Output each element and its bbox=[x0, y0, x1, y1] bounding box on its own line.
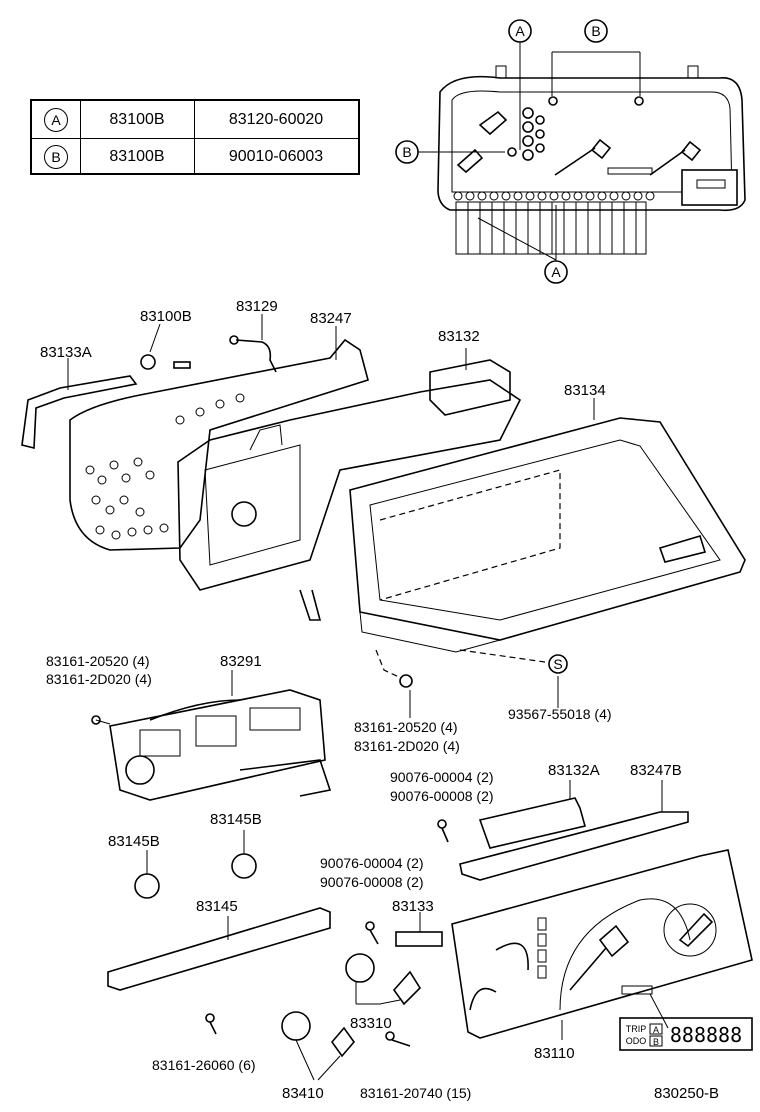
bulb-83145b-left bbox=[134, 873, 160, 899]
housing-83132 bbox=[429, 359, 511, 416]
label-83161-2d020-mid: 83161-2D020 (4) bbox=[354, 738, 460, 754]
label-90076-00004-bottom: 90076-00004 (2) bbox=[320, 855, 424, 871]
odometer-digits: 888888 bbox=[670, 1023, 742, 1047]
label-83134: 83134 bbox=[564, 382, 606, 399]
callout-a-top-text: A bbox=[515, 23, 525, 39]
pcb-strip bbox=[455, 201, 647, 255]
odo-label: ODO bbox=[626, 1036, 647, 1046]
callout-a-bottom bbox=[544, 260, 568, 284]
label-83161-26060: 83161-26060 (6) bbox=[152, 1057, 256, 1073]
odo-a-glyph: A bbox=[653, 1025, 659, 1035]
label-83133a: 83133A bbox=[40, 344, 92, 361]
label-83129: 83129 bbox=[236, 298, 278, 315]
cluster-assembly bbox=[21, 335, 746, 688]
callout-b-left-text: B bbox=[402, 144, 411, 160]
diagram-id: 830250-B bbox=[654, 1085, 719, 1102]
trip-label: TRIP bbox=[626, 1024, 647, 1034]
meter-face-83110 bbox=[451, 849, 753, 1040]
label-90076-00008-top: 90076-00008 (2) bbox=[390, 788, 494, 804]
bracket-83133a bbox=[21, 375, 138, 450]
callout-b-badge: B bbox=[44, 144, 68, 169]
odometer-display: A B TRIP ODO 888888 bbox=[619, 1017, 753, 1051]
odo-b-glyph: B bbox=[653, 1037, 659, 1047]
wire-83129 bbox=[235, 339, 277, 373]
label-90076-00008-bottom: 90076-00008 (2) bbox=[320, 874, 424, 890]
label-83161-2d020-left: 83161-2D020 (4) bbox=[46, 671, 152, 687]
label-83247b: 83247B bbox=[630, 762, 682, 779]
legend-part: 83100B bbox=[80, 138, 195, 175]
legend-table: A 83100B 83120-60020 B 83100B 90010-0600… bbox=[30, 99, 360, 175]
label-83291: 83291 bbox=[220, 653, 262, 670]
label-83410: 83410 bbox=[282, 1085, 324, 1102]
connector-83410 bbox=[281, 1011, 311, 1041]
legend-row-a: A 83100B 83120-60020 bbox=[32, 101, 358, 139]
label-83247: 83247 bbox=[310, 310, 352, 327]
label-83133: 83133 bbox=[392, 898, 434, 915]
legend-row-b: B 83100B 90010-06003 bbox=[32, 138, 358, 175]
label-83161-20740: 83161-20740 (15) bbox=[360, 1085, 471, 1101]
s-mark bbox=[548, 654, 568, 674]
legend-part: 83100B bbox=[80, 101, 195, 138]
label-83161-20520-left: 83161-20520 (4) bbox=[46, 653, 150, 669]
hood-83134 bbox=[349, 417, 746, 641]
connector-83310 bbox=[345, 953, 375, 983]
callout-a-bottom-text: A bbox=[551, 264, 561, 280]
meter-case-83247 bbox=[177, 379, 522, 591]
strip-83145 bbox=[107, 907, 331, 991]
label-83132a: 83132A bbox=[548, 762, 600, 779]
label-83100b: 83100B bbox=[140, 308, 192, 325]
connector-row bbox=[453, 191, 655, 201]
callout-b-left bbox=[395, 140, 419, 164]
label-83161-20520-mid: 83161-20520 (4) bbox=[354, 719, 458, 735]
bulb-83100b bbox=[140, 354, 156, 370]
label-90076-00004-top: 90076-00004 (2) bbox=[390, 769, 494, 785]
screws bbox=[205, 819, 449, 1047]
circuit-board-83291 bbox=[91, 689, 332, 801]
bulb-83145b-right bbox=[231, 853, 257, 879]
label-83145: 83145 bbox=[196, 898, 238, 915]
legend-number: 90010-06003 bbox=[228, 147, 324, 165]
label-83145b-right: 83145B bbox=[210, 811, 262, 828]
callout-a-top bbox=[508, 19, 532, 43]
meter-front-view: A B B A bbox=[395, 19, 746, 284]
legend-number: 83120-60020 bbox=[228, 110, 324, 128]
plate-holes bbox=[85, 393, 245, 540]
callout-a-badge: A bbox=[44, 107, 68, 132]
plate-83247b bbox=[459, 811, 689, 881]
leader-lines-mid bbox=[67, 314, 595, 718]
socket-83133 bbox=[395, 931, 443, 947]
label-83310: 83310 bbox=[350, 1015, 392, 1032]
callout-b-top-text: B bbox=[591, 23, 600, 39]
label-93567: 93567-55018 (4) bbox=[508, 706, 612, 722]
label-83132: 83132 bbox=[438, 328, 480, 345]
callout-b-top bbox=[584, 19, 608, 43]
s-mark-text: S bbox=[553, 656, 562, 672]
housing-83132a bbox=[478, 797, 586, 849]
printed-circuit-plate bbox=[69, 338, 369, 551]
label-83110: 83110 bbox=[534, 1045, 575, 1062]
label-83145b-left: 83145B bbox=[108, 833, 160, 850]
bulb-sockets bbox=[507, 96, 644, 161]
